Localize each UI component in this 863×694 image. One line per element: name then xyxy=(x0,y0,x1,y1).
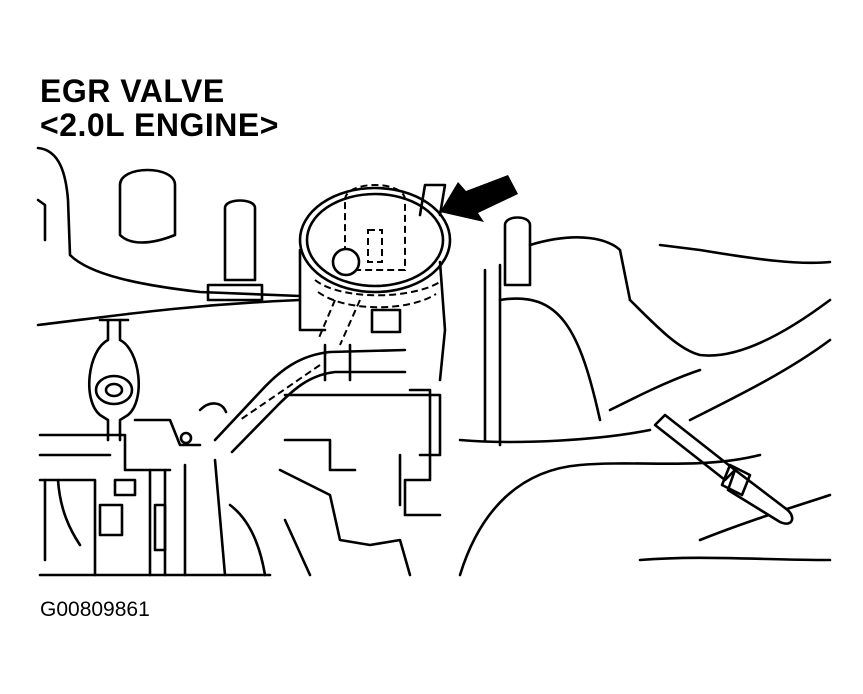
egr-valve-body xyxy=(298,183,452,382)
diagram-title-line-2: <2.0L ENGINE> xyxy=(40,107,279,143)
sensor-connector xyxy=(87,318,141,442)
egr-pipe xyxy=(213,343,407,454)
diagram-title-line-1: EGR VALVE xyxy=(40,73,225,109)
hose-clip xyxy=(653,413,794,525)
lower-engine-parts xyxy=(228,388,442,577)
left-intake-cover xyxy=(36,146,302,327)
lower-left-bracket xyxy=(38,402,272,577)
figure-id-label: G00809861 xyxy=(40,598,150,621)
intake-duct xyxy=(458,216,832,577)
callout-arrow xyxy=(440,175,518,222)
